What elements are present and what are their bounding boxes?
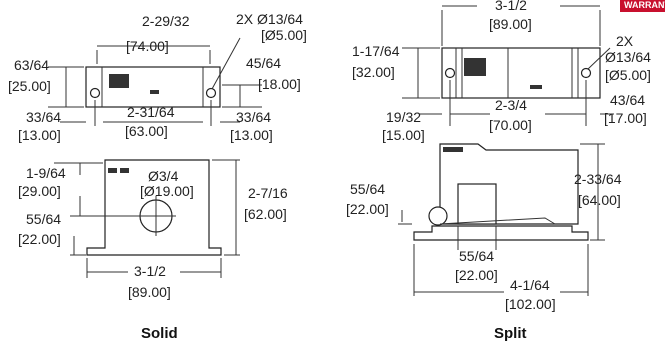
split-hole-spacing-mm: [70.00]	[489, 117, 532, 133]
split-caption: Split	[494, 325, 527, 342]
split-holes-in-2: Ø13/64	[605, 49, 651, 65]
solid-edge-left-mm: [13.00]	[18, 127, 61, 143]
solid-front-view	[54, 159, 240, 278]
split-front-view	[398, 143, 605, 296]
solid-mount-hole-right	[205, 87, 217, 99]
split-base-width-mm: [102.00]	[505, 296, 556, 312]
solid-aperture-mm: [Ø19.00]	[140, 183, 194, 199]
split-edge-left-mm: [15.00]	[382, 127, 425, 143]
split-hinge	[428, 206, 448, 226]
split-hole-spacing-in: 2-3/4	[495, 97, 527, 113]
solid-mount-hole-left	[89, 87, 101, 99]
split-base-width-in: 4-1/64	[510, 277, 550, 293]
solid-top-offset-mm: [29.00]	[18, 183, 61, 199]
split-total-height-in: 2-33/64	[574, 171, 622, 187]
solid-edge-left-in: 33/64	[26, 109, 61, 125]
split-holes-mm: [Ø5.00]	[605, 67, 651, 83]
split-mount-hole-right	[580, 67, 592, 79]
split-edge-left-in: 19/32	[386, 109, 421, 125]
split-height-left-in: 1-17/64	[352, 43, 400, 59]
split-core-window	[457, 183, 497, 225]
solid-aperture-in: Ø3/4	[148, 168, 179, 184]
solid-center-height-in: 55/64	[26, 211, 61, 227]
split-center-height-mm: [22.00]	[346, 201, 389, 217]
split-holes-in: 2X	[616, 33, 634, 49]
solid-height-left-in: 63/64	[14, 57, 49, 73]
solid-edge-right-in: 33/64	[236, 109, 271, 125]
solid-holes-in: 2X Ø13/64	[236, 11, 303, 27]
solid-total-height-mm: [62.00]	[244, 206, 287, 222]
solid-caption: Solid	[141, 325, 178, 342]
split-height-left-mm: [32.00]	[352, 64, 395, 80]
solid-top-offset-in: 1-9/64	[26, 165, 66, 181]
solid-top-width-in: 2-29/32	[142, 13, 190, 29]
split-inner-width-in: 55/64	[459, 248, 494, 264]
solid-center-height-mm: [22.00]	[18, 231, 61, 247]
solid-terminal-block	[109, 74, 129, 88]
solid-holes-mm: [Ø5.00]	[261, 27, 307, 43]
solid-top-body	[85, 66, 221, 108]
warranty-badge[interactable]: WARRANTY	[620, 0, 665, 12]
split-terminal-block	[464, 58, 486, 76]
split-top-width-mm: [89.00]	[489, 16, 532, 32]
split-edge-right-in: 43/64	[610, 92, 645, 108]
solid-top-width-mm: [74.00]	[126, 38, 169, 54]
solid-height-right-mm: [18.00]	[258, 76, 301, 92]
solid-base-width-in: 3-1/2	[134, 263, 166, 279]
solid-hole-spacing-in: 2-31/64	[127, 104, 175, 120]
solid-base-width-mm: [89.00]	[128, 284, 171, 300]
split-edge-right-mm: [17.00]	[604, 110, 647, 126]
solid-total-height-in: 2-7/16	[248, 185, 288, 201]
split-top-width-in: 3-1/2	[495, 0, 527, 13]
solid-edge-right-mm: [13.00]	[230, 127, 273, 143]
split-inner-width-mm: [22.00]	[455, 267, 498, 283]
split-total-height-mm: [64.00]	[578, 192, 621, 208]
solid-top-view	[48, 37, 262, 126]
split-mount-hole-left	[444, 67, 456, 79]
split-base-plate	[413, 225, 589, 241]
solid-height-right-in: 45/64	[246, 55, 281, 71]
solid-hole-spacing-mm: [63.00]	[125, 123, 168, 139]
split-center-height-in: 55/64	[350, 181, 385, 197]
solid-height-left-mm: [25.00]	[8, 78, 51, 94]
split-top-view	[402, 5, 614, 126]
